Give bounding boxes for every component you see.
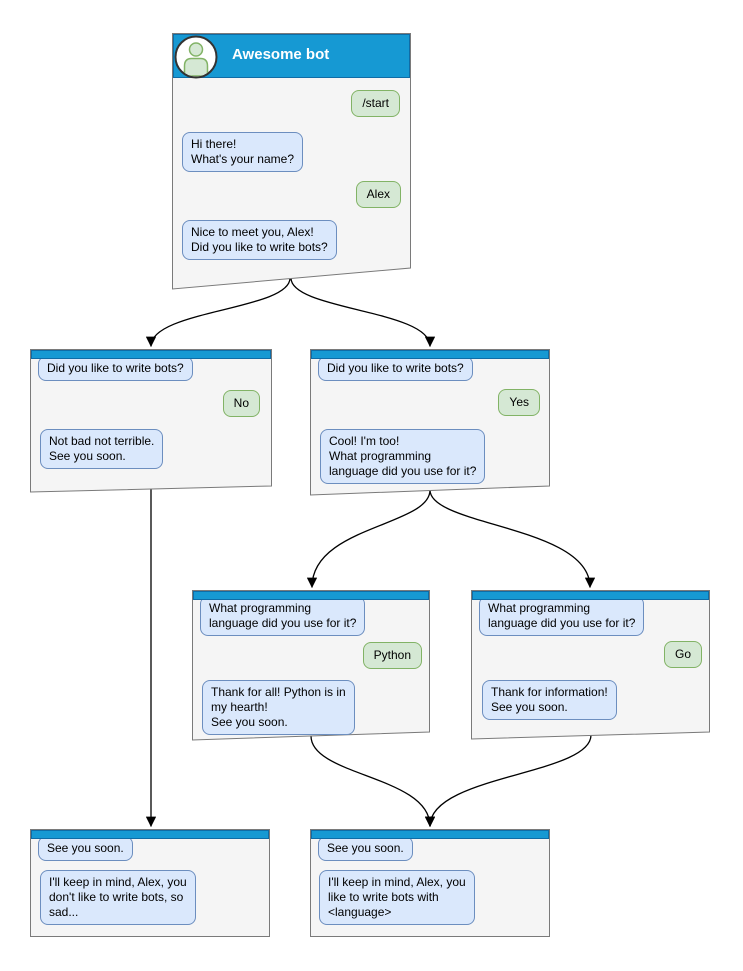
window-header: [472, 591, 709, 600]
bot-avatar-icon: [174, 35, 218, 79]
window-header: [311, 830, 549, 839]
person-head: [188, 42, 204, 57]
bot-bubble: Not bad not terrible. See you soon.: [40, 429, 164, 469]
person-body: [183, 57, 209, 77]
bot-bubble: Did you like to write bots?: [38, 356, 193, 381]
bot-bubble: Thank for all! Python is in my hearth! S…: [202, 680, 355, 735]
bot-bubble: Did you like to write bots?: [318, 356, 473, 381]
node-python-branch: What programming language did you use fo…: [192, 590, 430, 741]
window-header: [311, 350, 549, 359]
window-header: [31, 830, 269, 839]
node-end-no: See you soon. I'll keep in mind, Alex, y…: [30, 829, 270, 937]
bot-bubble: What programming language did you use fo…: [479, 596, 645, 636]
user-bubble: Go: [663, 641, 702, 668]
user-bubble: Alex: [355, 181, 401, 208]
user-bubble: Yes: [498, 389, 540, 416]
bot-bubble: Nice to meet you, Alex! Did you like to …: [182, 220, 337, 260]
window-header: [31, 350, 271, 359]
node-yes-branch: Did you like to write bots? Yes Cool! I'…: [310, 349, 550, 496]
window-title: Awesome bot: [232, 46, 330, 63]
bot-bubble: See you soon.: [38, 836, 133, 861]
node-end-yes: See you soon. I'll keep in mind, Alex, y…: [310, 829, 550, 937]
node-no-branch: Did you like to write bots? No Not bad n…: [30, 349, 272, 493]
bot-bubble: I'll keep in mind, Alex, you don't like …: [40, 870, 196, 925]
user-bubble: /start: [351, 90, 400, 117]
bot-bubble: Hi there! What's your name?: [182, 132, 304, 172]
bot-bubble: What programming language did you use fo…: [200, 596, 366, 636]
node-root-chat-window: Awesome bot /start Hi there! What's your…: [172, 33, 411, 291]
node-go-branch: What programming language did you use fo…: [471, 590, 710, 740]
edge-root-to-no: [145, 277, 291, 348]
edge-python-to-end: [310, 735, 436, 828]
edge-go-to-end: [424, 734, 592, 828]
window-header: [193, 591, 429, 600]
bot-bubble: See you soon.: [318, 836, 413, 861]
bot-bubble: Thank for information! See you soon.: [482, 680, 617, 720]
user-bubble: Python: [362, 642, 422, 669]
edge-yes-to-python: [306, 489, 431, 589]
bot-bubble: Cool! I'm too! What programming language…: [320, 429, 486, 484]
edge-root-to-yes: [290, 277, 436, 348]
user-bubble: No: [222, 390, 260, 417]
edge-yes-to-go: [429, 489, 596, 589]
bot-bubble: I'll keep in mind, Alex, you like to wri…: [319, 870, 475, 925]
